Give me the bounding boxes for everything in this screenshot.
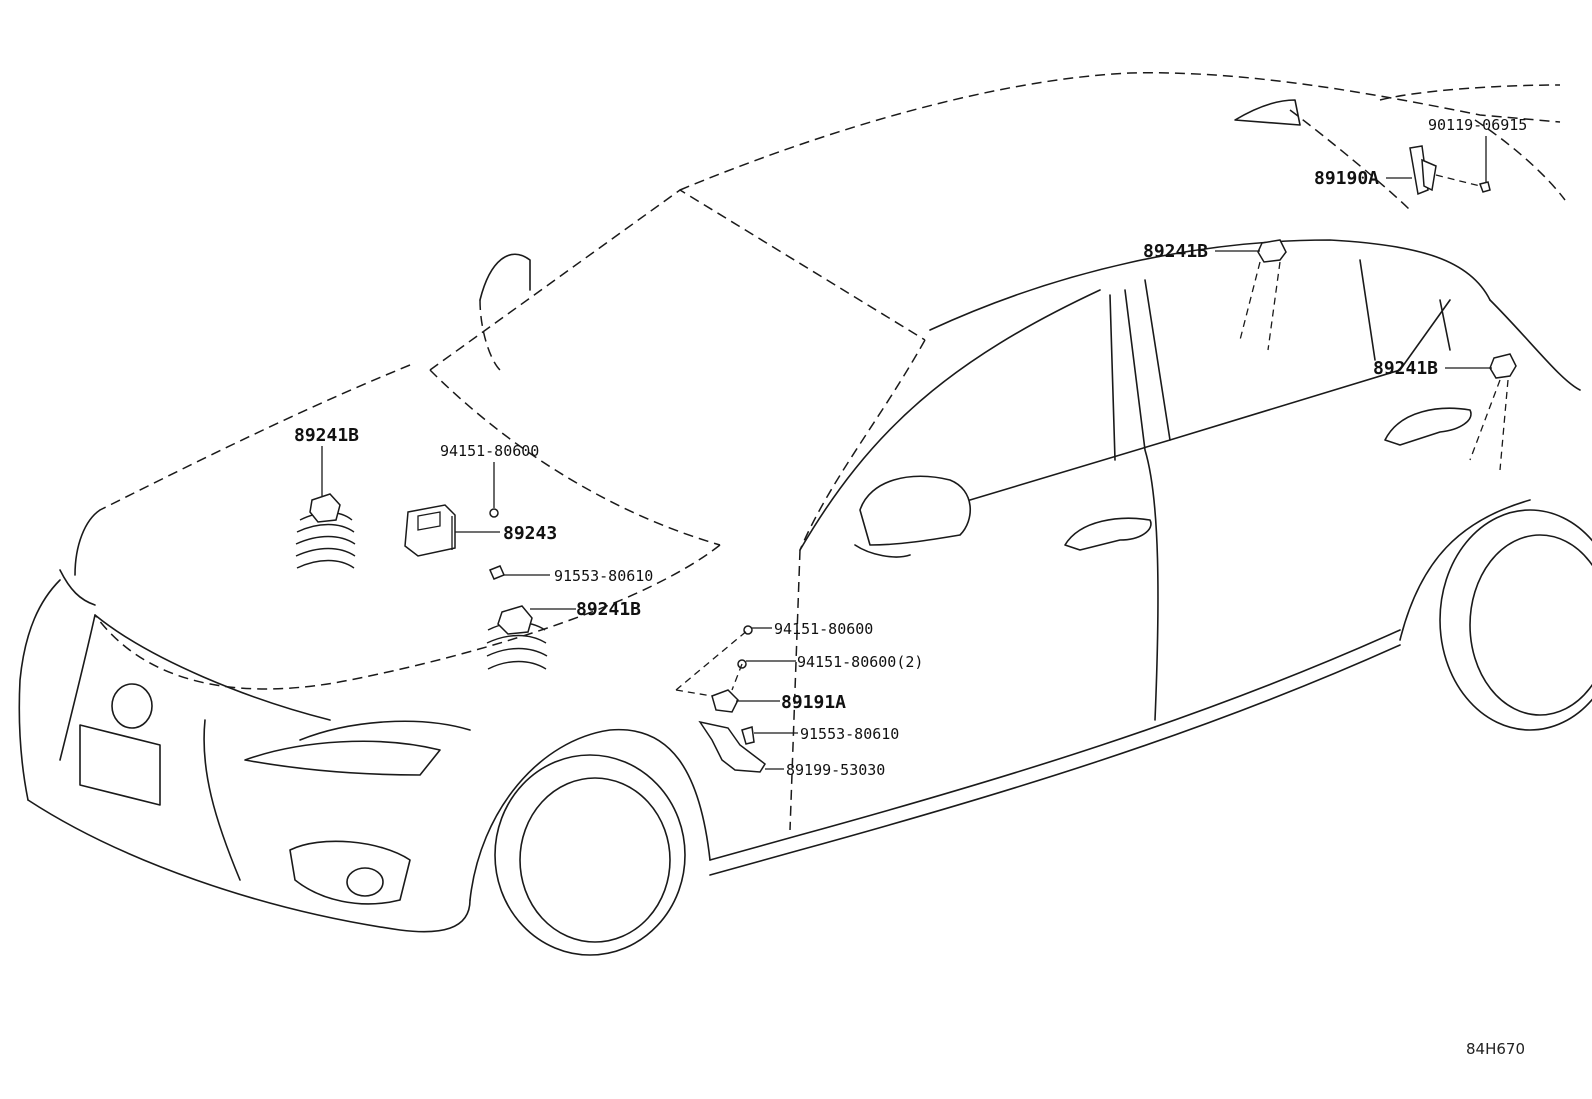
bracket-89190a — [1409, 145, 1491, 196]
figure-reference-id: 84H670 — [1466, 1040, 1525, 1058]
label-94151-80600-bracket: 94151-80600 — [774, 620, 873, 638]
sensor-89241b-front-right — [486, 605, 548, 670]
label-89243: 89243 — [503, 523, 557, 544]
label-89241b-rear: 89241B — [1373, 358, 1438, 379]
label-89241b-roof: 89241B — [1143, 241, 1208, 262]
label-89191a: 89191A — [781, 692, 846, 713]
label-94151-80600-top: 94151-80600 — [440, 442, 539, 460]
label-94151-80600-2: 94151-80600(2) — [797, 653, 923, 671]
label-89241b-front-left: 89241B — [294, 425, 359, 446]
label-91553-80610-bracket: 91553-80610 — [800, 725, 899, 743]
sensor-89241b-front-left — [295, 493, 356, 569]
module-89243 — [404, 504, 506, 580]
callout-labels: 90119-06915 89190A 89241B 89241B 89241B … — [294, 116, 1527, 1058]
leader-lines — [321, 136, 1492, 770]
label-89241b-front-right: 89241B — [576, 599, 641, 620]
bracket-89199 — [675, 625, 766, 773]
label-91553-80610-top: 91553-80610 — [554, 567, 653, 585]
label-90119-06915: 90119-06915 — [1428, 116, 1527, 134]
car-body-outline — [18, 72, 1592, 956]
sensor-89241b-roof — [1239, 239, 1287, 351]
label-89199-53030: 89199-53030 — [786, 761, 885, 779]
label-89190a: 89190A — [1314, 168, 1379, 189]
sensor-89241b-rear — [1469, 353, 1517, 471]
